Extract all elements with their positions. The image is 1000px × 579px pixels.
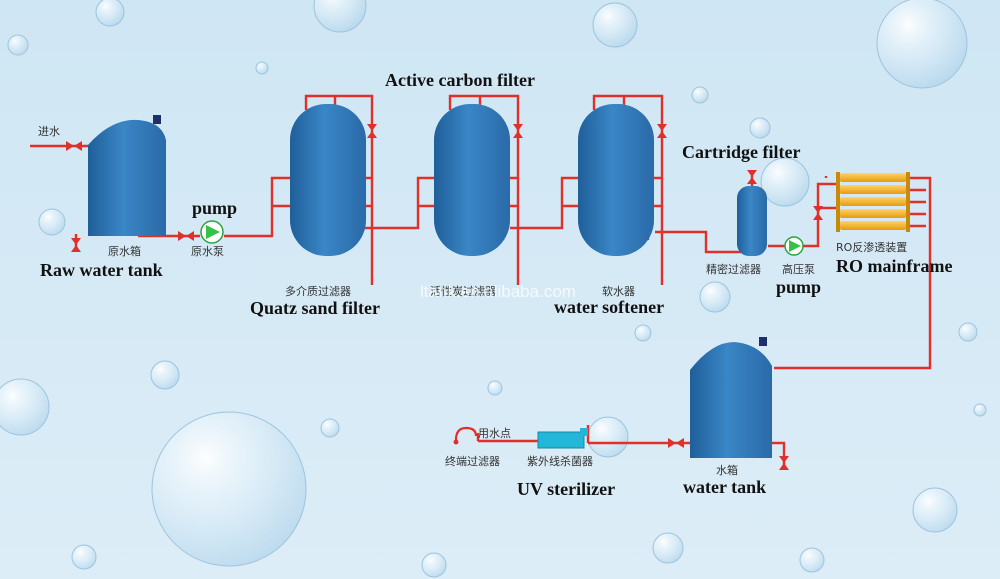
- raw-water-tank-en-label: Raw water tank: [40, 260, 163, 280]
- sand-filter-vessel: [290, 104, 366, 256]
- raw-water-tank-cn-label: 原水箱: [108, 244, 141, 258]
- ro-en-label: RO mainframe: [836, 256, 952, 276]
- sand-filter-cn-label: 多介质过滤器: [285, 284, 351, 298]
- softener-cn-label: 软水器: [602, 284, 635, 298]
- hp-pump-icon: [784, 236, 804, 256]
- valve-icon: [779, 456, 789, 470]
- watermark-text: ltank.en.alibaba.com: [420, 282, 576, 301]
- uv-cn-label: 紫外线杀菌器: [527, 454, 593, 468]
- carbon-filter-cn-label: 活性炭过滤器: [430, 284, 496, 298]
- use-point-cn-label: 用水点: [478, 427, 511, 440]
- labels: 进水 原水箱 Raw water tank pump 原水泵 多介质过滤器 Qu…: [38, 70, 952, 499]
- pump-valve-icon: [178, 231, 194, 241]
- faucet-icon: [453, 426, 478, 445]
- softener-en-label: water softener: [554, 297, 664, 317]
- inlet-valve-icon: [66, 141, 82, 151]
- inlet-label: 进水: [38, 125, 60, 138]
- valve-icon: [747, 170, 757, 184]
- valve-icon: [668, 438, 684, 448]
- uv-sterilizer: [537, 428, 588, 449]
- softener-vessel: [578, 104, 654, 256]
- raw-water-tank: [88, 115, 166, 236]
- uv-en-label: UV sterilizer: [517, 479, 615, 499]
- water-tank-cn-label: 水箱: [716, 463, 738, 477]
- carbon-filter-vessel: [434, 104, 510, 256]
- water-tank-en-label: water tank: [683, 477, 766, 497]
- raw-pump-cn-label: 原水泵: [191, 245, 224, 258]
- hp-pump-en-label: pump: [776, 277, 821, 297]
- ro-cn-label: RO反渗透装置: [836, 240, 907, 254]
- raw-pump-icon: [200, 220, 224, 244]
- valve-icon: [657, 124, 667, 138]
- cartridge-filter-vessel: [737, 186, 767, 256]
- ro-membrane-rack: [836, 172, 910, 232]
- cartridge-filter-cn-label: 精密过滤器: [706, 262, 761, 276]
- pure-water-tank: [690, 337, 772, 458]
- valve-icon: [367, 124, 377, 138]
- raw-pump-en-label: pump: [192, 198, 237, 218]
- carbon-filter-en-label: Active carbon filter: [385, 70, 535, 90]
- valve-icon: [513, 124, 523, 138]
- terminal-filter-cn-label: 终端过滤器: [445, 454, 500, 468]
- valve-icon: [813, 206, 823, 220]
- drain-valve-icon: [71, 238, 81, 252]
- hp-pump-cn-label: 高压泵: [782, 262, 815, 276]
- cartridge-filter-en-label: Cartridge filter: [682, 142, 800, 162]
- sand-filter-en-label: Quatz sand filter: [250, 298, 380, 318]
